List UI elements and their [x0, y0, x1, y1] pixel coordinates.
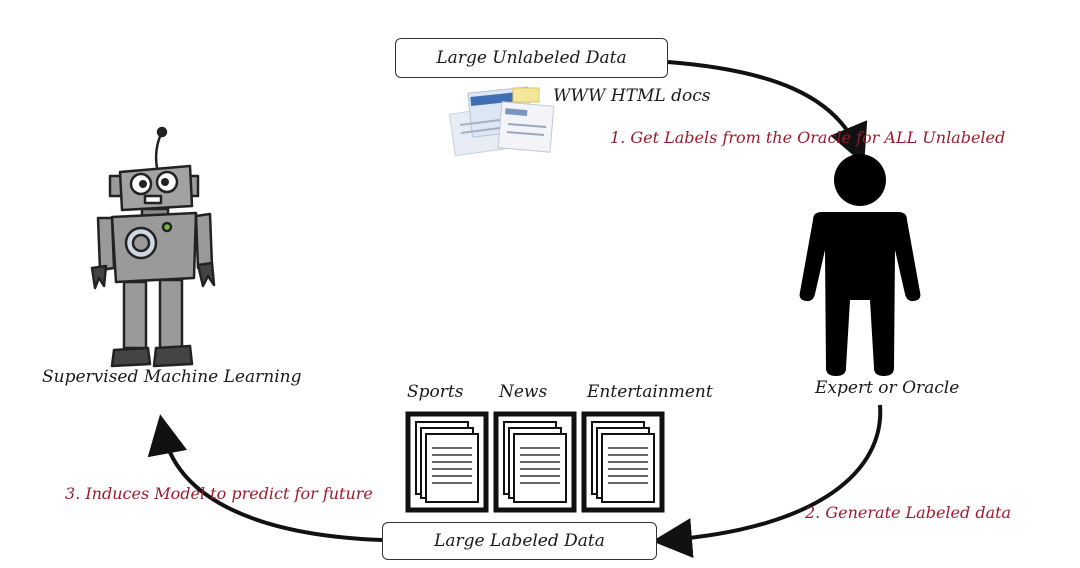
step-3-caption: 3. Induces Model to predict for future — [65, 484, 373, 503]
arrow-oracle-to-labeled — [652, 404, 883, 559]
web-documents-icon — [448, 86, 555, 157]
person-icon — [799, 154, 921, 376]
document-stack-icon — [405, 411, 665, 513]
arrow-unlabeled-to-oracle — [667, 60, 868, 165]
www-docs-label: WWW HTML docs — [553, 86, 711, 106]
labeled-data-label: Large Labeled Data — [434, 530, 605, 551]
category-entertainment-label: Entertainment — [587, 382, 713, 402]
unlabeled-data-label: Large Unlabeled Data — [436, 47, 627, 68]
learner-label: Supervised Machine Learning — [42, 367, 302, 387]
unlabeled-data-box: Large Unlabeled Data — [395, 38, 668, 78]
document-stack-2 — [493, 411, 577, 513]
category-sports-label: Sports — [407, 382, 464, 402]
document-stack-3 — [581, 411, 665, 513]
oracle-label: Expert or Oracle — [815, 378, 960, 398]
labeled-data-box: Large Labeled Data — [382, 522, 657, 560]
step-1-caption: 1. Get Labels from the Oracle for ALL Un… — [610, 128, 1006, 147]
robot-icon — [90, 126, 216, 368]
category-news-label: News — [499, 382, 548, 402]
document-stack-1 — [405, 411, 489, 513]
arrow-labeled-to-learner — [147, 414, 383, 542]
step-2-caption: 2. Generate Labeled data — [805, 503, 1012, 522]
